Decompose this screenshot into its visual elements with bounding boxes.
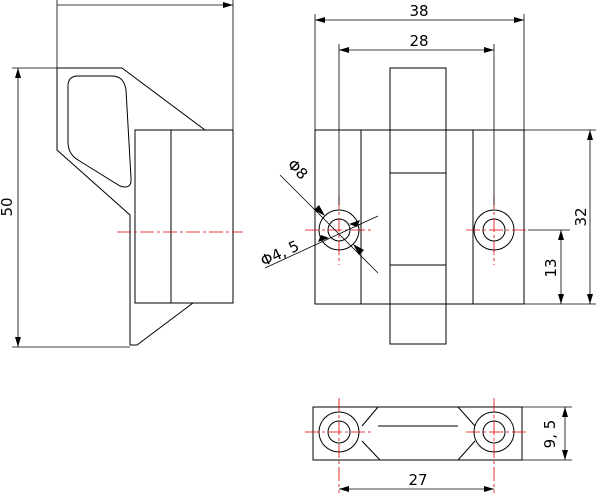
- arrow-head: [558, 230, 564, 240]
- dim-label-hole-spacing-top: 28: [409, 32, 428, 50]
- arrow-head: [562, 407, 568, 417]
- arrow-head: [339, 486, 349, 492]
- arrow-head: [339, 47, 349, 53]
- dim-label-hole-spacing-bottom: 27: [408, 471, 427, 489]
- arrow-head: [484, 47, 494, 53]
- bottom-view: 9, 5 27: [305, 398, 572, 493]
- dim-label-side-height: 32: [572, 207, 590, 226]
- dim-label-center-height: 13: [542, 258, 560, 277]
- arrow-head: [484, 486, 494, 492]
- arrow-head: [349, 220, 360, 227]
- arrow-head: [314, 205, 325, 216]
- arrow-head: [223, 2, 233, 8]
- dim-label-overall-width: 38: [409, 2, 428, 20]
- bottom-body: [312, 406, 523, 461]
- arrow-head: [353, 244, 364, 255]
- dim-label-height: 50: [0, 197, 16, 216]
- arrow-head: [562, 450, 568, 460]
- arrow-head: [587, 130, 593, 140]
- arrow-head: [587, 294, 593, 304]
- bracket-slot: [67, 75, 132, 188]
- arrow-head: [315, 17, 325, 23]
- center-hinge: [389, 67, 447, 345]
- front-view: 38 28 32 13 Φ8 Φ4, 5: [258, 2, 596, 345]
- bracket-outline: [56, 67, 206, 346]
- arrow-head: [15, 68, 21, 78]
- arrow-head: [514, 17, 524, 23]
- dim-label-bore-diameter: Φ8: [284, 156, 312, 184]
- arrow-head: [318, 235, 329, 242]
- bottom-recess: [361, 406, 476, 461]
- leader-hole: [264, 215, 379, 269]
- dim-label-hole-diameter: Φ4, 5: [258, 237, 302, 270]
- side-block: [134, 129, 234, 304]
- arrow-head: [558, 294, 564, 304]
- arrow-head: [15, 337, 21, 347]
- front-body: [314, 129, 525, 305]
- side-view: 50: [0, 0, 243, 348]
- dim-label-base-thickness: 9, 5: [541, 420, 559, 449]
- leader-bore: [279, 174, 379, 274]
